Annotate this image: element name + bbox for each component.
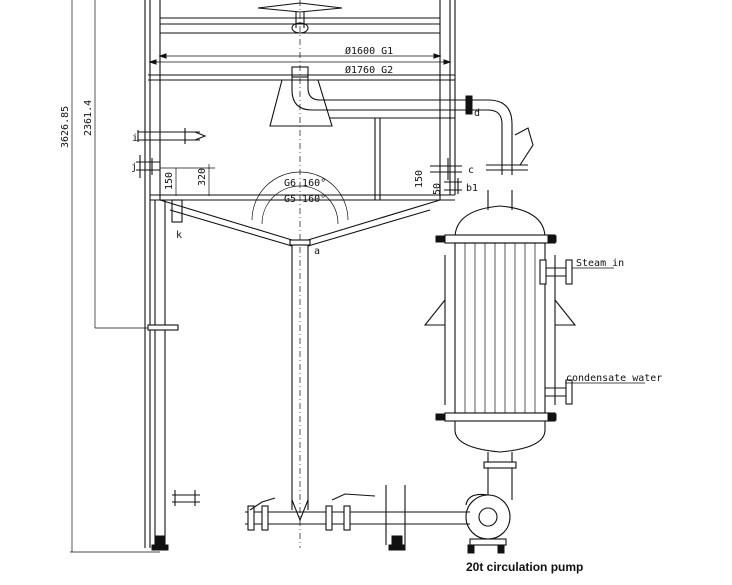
nozzle-j	[136, 155, 160, 178]
vapor-pipe	[291, 66, 534, 175]
angle-g6: G6 160°	[284, 178, 326, 189]
dim-height-part: 2361.4	[83, 100, 94, 136]
left-leg	[147, 200, 200, 551]
label-nozzle-d: d	[474, 108, 480, 119]
label-nozzle-k: k	[176, 230, 182, 241]
steam-inlet	[539, 259, 614, 285]
label-pump: 20t circulation pump	[466, 560, 583, 574]
dim-d1760: Ø1760 G2	[345, 64, 393, 76]
label-nozzle-b1: b1	[466, 183, 478, 194]
label-steam-in: Steam in	[576, 258, 624, 269]
condensate-outlet	[545, 379, 645, 405]
downcomer-pipe	[289, 239, 311, 522]
nozzle-b1	[444, 178, 462, 194]
label-nozzle-a: a	[314, 246, 320, 257]
separator-bottom	[150, 171, 455, 247]
dim-50: 50	[432, 183, 443, 195]
nozzle-k	[171, 199, 183, 223]
dim-150-right: 150	[414, 170, 425, 188]
label-nozzle-c: c	[468, 165, 474, 176]
top-vent-cap	[257, 2, 343, 34]
height-dimension-lines	[70, 0, 160, 553]
dim-height-total: 3626.85	[60, 106, 71, 148]
label-condensate: condensate water	[566, 373, 662, 384]
circulation-pump	[465, 470, 513, 554]
support-frame	[144, 0, 456, 548]
dim-320: 320	[197, 168, 208, 186]
nozzle-i	[137, 128, 207, 144]
separator-cone	[269, 0, 333, 548]
heat-exchanger	[423, 190, 577, 470]
angle-g5: G5 160°	[284, 194, 326, 205]
nozzle-c	[430, 158, 462, 180]
dim-150-left: 150	[164, 172, 175, 190]
label-nozzle-j: j	[131, 162, 137, 173]
label-nozzle-i: i	[132, 133, 138, 144]
bottom-piping	[158, 485, 470, 551]
dim-d1600: Ø1600 G1	[345, 45, 393, 57]
